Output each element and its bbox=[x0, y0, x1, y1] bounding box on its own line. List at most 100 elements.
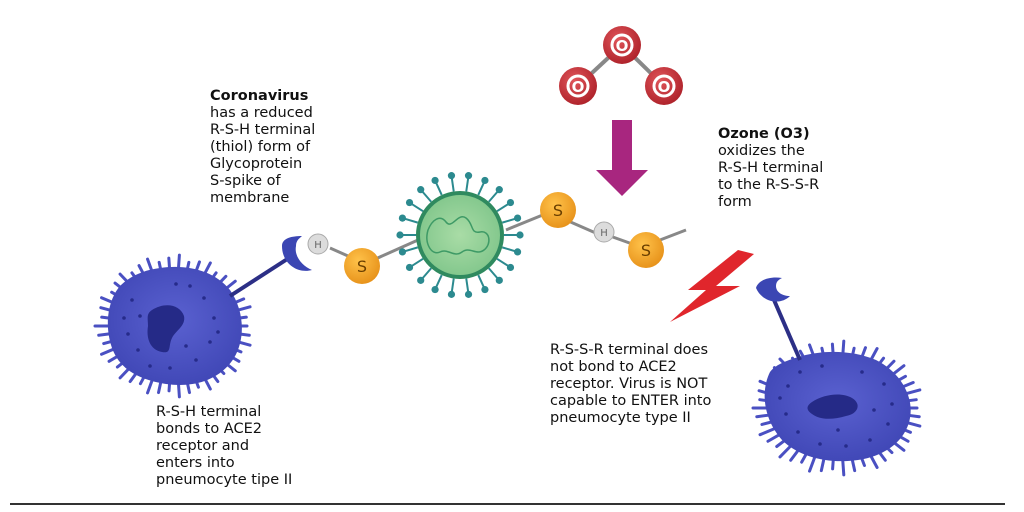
cell-granule bbox=[796, 430, 800, 434]
cell-granule bbox=[786, 384, 790, 388]
cell-projection bbox=[800, 452, 808, 464]
oxidation-arrow bbox=[596, 120, 648, 196]
pneumocyte-cell-right bbox=[751, 277, 922, 477]
cell-granule bbox=[184, 344, 188, 348]
cell-projection bbox=[850, 457, 857, 473]
cell-projection bbox=[841, 458, 846, 477]
cell-granule bbox=[798, 370, 802, 374]
bottom-divider bbox=[10, 503, 1005, 505]
virus-spike-tip bbox=[495, 276, 503, 284]
cell-granule bbox=[820, 364, 824, 368]
cell-projection bbox=[808, 455, 817, 473]
bonds-label: R-S-H terminal bonds to ACE2 receptor an… bbox=[156, 404, 292, 489]
cell-granule bbox=[886, 422, 890, 426]
cell-granule bbox=[868, 438, 872, 442]
no-bond-line: receptor. Virus is NOT bbox=[550, 376, 708, 392]
virus-spike-tip bbox=[481, 176, 489, 185]
cell-granule bbox=[872, 408, 876, 412]
cell-projection bbox=[758, 427, 777, 437]
cell-nucleus-left bbox=[147, 305, 185, 353]
oxygen-atom-left bbox=[559, 67, 597, 105]
cell-projection bbox=[789, 448, 800, 462]
bond-s-tail-right bbox=[659, 228, 687, 242]
oxygen-symbol: O bbox=[616, 37, 629, 55]
ozone-line: oxidizes the bbox=[718, 143, 805, 159]
no-bond-label: R-S-S-R terminal does not bond to ACE2 r… bbox=[550, 342, 711, 427]
cell-granule bbox=[882, 382, 886, 386]
sulfur-atom-left: S bbox=[344, 248, 380, 284]
cell-projection bbox=[778, 444, 793, 459]
cell-projection bbox=[755, 413, 772, 419]
virus-spike-tip bbox=[405, 263, 414, 272]
sulfur-atom-right-2: S bbox=[628, 232, 664, 268]
virus-spike-tip bbox=[431, 176, 439, 185]
virus-spike-tip bbox=[398, 248, 407, 256]
hydrogen-symbol: H bbox=[600, 228, 608, 239]
hydrogen-atom-left: H bbox=[307, 233, 329, 255]
sulfur-symbol: S bbox=[553, 201, 563, 220]
virus-spike-tip bbox=[464, 290, 473, 298]
cell-granule bbox=[148, 364, 152, 368]
pneumocyte-cell-left bbox=[93, 236, 312, 399]
bonds-line: enters into bbox=[156, 455, 235, 471]
cell-granule bbox=[130, 298, 134, 302]
cell-projection bbox=[766, 433, 781, 443]
cell-nucleus-right bbox=[807, 394, 858, 419]
coronavirus-line: R-S-H terminal bbox=[210, 122, 316, 138]
cell-granule bbox=[212, 316, 216, 320]
virus-spike-tip bbox=[506, 263, 515, 272]
ozone-line: form bbox=[718, 194, 752, 210]
bonds-line: pneumocyte tipe II bbox=[156, 472, 293, 488]
sulfur-symbol: S bbox=[357, 257, 367, 276]
virus-spike-tip bbox=[495, 186, 503, 194]
cell-granule bbox=[836, 428, 840, 432]
oxygen-symbol: O bbox=[658, 78, 671, 96]
virus-spike-tip bbox=[464, 172, 473, 180]
cell-granule bbox=[126, 332, 130, 336]
cell-granule bbox=[890, 402, 894, 406]
ace2-receptor-left bbox=[282, 236, 312, 271]
no-bond-line: pneumocyte type II bbox=[550, 410, 691, 426]
cell-granule bbox=[216, 330, 220, 334]
no-bond-line: not bond to ACE2 bbox=[550, 359, 677, 375]
ozone-title: Ozone (O3) bbox=[718, 126, 810, 142]
oxygen-atom-top bbox=[603, 26, 641, 64]
virus-spike-tip bbox=[481, 285, 489, 294]
cell-granule bbox=[784, 412, 788, 416]
cell-projection bbox=[819, 457, 826, 473]
cell-projection bbox=[831, 458, 835, 471]
virus-spike-tip bbox=[405, 198, 414, 207]
bonds-line: R-S-H terminal bbox=[156, 404, 262, 420]
oxygen-atom-right bbox=[645, 67, 683, 105]
cell-granule bbox=[136, 348, 140, 352]
cell-granule bbox=[844, 444, 848, 448]
hydrogen-symbol: H bbox=[314, 240, 322, 251]
virus-spike-tip bbox=[447, 290, 456, 298]
virus-spike-tip bbox=[417, 186, 425, 194]
ace2-receptor-right bbox=[756, 277, 790, 302]
bond-h-s-left bbox=[329, 246, 349, 258]
cell-granule bbox=[122, 316, 126, 320]
virus-spike-tip bbox=[447, 172, 456, 180]
coronavirus-title: Coronavirus bbox=[210, 88, 309, 104]
hydrogen-atom-right: H bbox=[593, 221, 615, 243]
cell-granule bbox=[860, 370, 864, 374]
bonds-line: bonds to ACE2 bbox=[156, 421, 262, 437]
cell-projection bbox=[760, 420, 773, 426]
virus-spike-tip bbox=[398, 214, 407, 222]
virus-spike-tip bbox=[513, 248, 522, 256]
cell-granule bbox=[194, 358, 198, 362]
no-bond-line: capable to ENTER into bbox=[550, 393, 712, 409]
cell-granule bbox=[208, 340, 212, 344]
virus-rna bbox=[426, 216, 490, 255]
coronavirus-label: Coronavirus has a reduced R-S-H terminal… bbox=[210, 88, 315, 207]
cell-granule bbox=[138, 314, 142, 318]
cell-granule bbox=[778, 396, 782, 400]
virus-spike-tip bbox=[431, 285, 439, 294]
virus-spike-tip bbox=[417, 276, 425, 284]
cell-granule bbox=[818, 442, 822, 446]
receptor-stalk-right bbox=[772, 299, 802, 361]
coronavirus-line: S-spike of bbox=[210, 173, 281, 189]
sulfur-atom-right-1: S bbox=[540, 192, 576, 228]
